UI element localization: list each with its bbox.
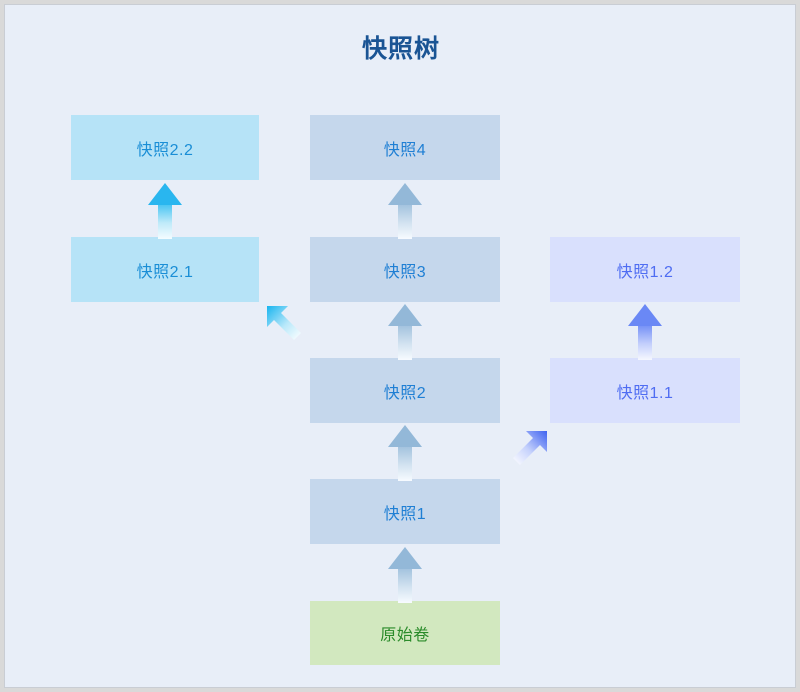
arrow-head [628, 304, 662, 326]
node-snapshot-2[interactable]: 快照2 [310, 358, 500, 423]
arrow-up-left-icon-edge-2-to-2-1 [261, 300, 315, 354]
node-snapshot-3[interactable]: 快照3 [310, 237, 500, 302]
node-snapshot-2-2[interactable]: 快照2.2 [71, 115, 259, 180]
node-label: 快照3 [383, 263, 427, 281]
arrow-shaft [398, 445, 412, 481]
arrow-head [388, 304, 422, 326]
node-snapshot-1-1[interactable]: 快照1.1 [550, 358, 740, 423]
arrow-head [388, 183, 422, 205]
arrow-up-icon-edge-1-to-2 [388, 425, 422, 481]
arrow-shaft [158, 203, 172, 239]
node-original-volume[interactable]: 原始卷 [310, 601, 500, 665]
node-label: 快照1 [383, 505, 427, 523]
arrow-up-icon-edge-1-1-to-1-2 [628, 304, 662, 360]
arrow-shaft [398, 567, 412, 603]
node-snapshot-1[interactable]: 快照1 [310, 479, 500, 544]
node-label: 快照2 [383, 384, 427, 402]
page-title: 快照树 [361, 35, 440, 63]
arrow-up-right-icon-edge-1-to-1-1 [499, 425, 553, 479]
arrow-up-icon-edge-3-to-4 [388, 183, 422, 239]
node-label: 原始卷 [380, 627, 430, 644]
node-label: 快照2.1 [136, 263, 194, 281]
arrow-up-icon-edge-2-to-3 [388, 304, 422, 360]
node-snapshot-1-2[interactable]: 快照1.2 [550, 237, 740, 302]
node-snapshot-4[interactable]: 快照4 [310, 115, 500, 180]
arrow-shaft [398, 324, 412, 360]
node-label: 快照1.2 [616, 263, 674, 281]
arrow-up-icon-edge-2-1-to-2-2 [148, 183, 182, 239]
diagram-canvas: 快照树 快照2.2 快照2.1 快照4 快照3 快照2 快照1 快照1.2 快照… [4, 4, 796, 688]
arrow-head [148, 183, 182, 205]
node-snapshot-2-1[interactable]: 快照2.1 [71, 237, 259, 302]
node-label: 快照1.1 [616, 384, 674, 402]
arrow-shaft [638, 324, 652, 360]
node-label: 快照4 [383, 141, 427, 159]
arrow-head [388, 547, 422, 569]
arrow-up-icon-edge-root-to-1 [388, 547, 422, 603]
arrow-shaft [398, 203, 412, 239]
node-label: 快照2.2 [136, 141, 194, 159]
arrow-head [388, 425, 422, 447]
